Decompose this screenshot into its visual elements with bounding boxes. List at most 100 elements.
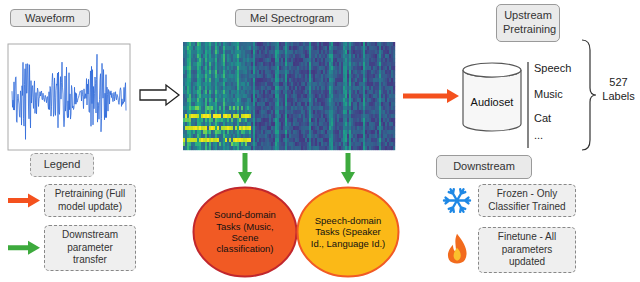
spectrogram-cell xyxy=(263,82,265,86)
spectrogram-cell xyxy=(213,118,215,122)
spectrogram-cell xyxy=(215,134,217,138)
spectrogram-cell xyxy=(281,130,283,134)
spectrogram-cell xyxy=(295,94,297,98)
spectrogram-cell xyxy=(301,134,303,138)
spectrogram-cell xyxy=(267,146,269,150)
spectrogram-cell xyxy=(189,142,191,146)
spectrogram-cell xyxy=(281,106,283,110)
spectrogram-cell xyxy=(225,118,227,122)
spectrogram-cell xyxy=(207,146,209,150)
spectrogram-cell xyxy=(325,66,327,70)
spectrogram-cell xyxy=(273,118,275,122)
spectrogram-cell xyxy=(289,46,291,50)
spectrogram-cell xyxy=(199,106,201,110)
spectrogram-cell xyxy=(217,134,219,138)
spectrogram-cell xyxy=(263,50,265,54)
spectrogram-cell xyxy=(225,110,227,114)
spectrogram-cell xyxy=(221,118,223,122)
spectrogram-cell xyxy=(267,94,269,98)
spectrogram-cell xyxy=(281,82,283,86)
spectrogram-cell xyxy=(321,50,323,54)
spectrogram-cell xyxy=(185,90,187,94)
spectrogram-cell xyxy=(187,46,189,50)
spectrogram-cell xyxy=(205,94,207,98)
spectrogram-cell xyxy=(293,78,295,82)
spectrogram-cell xyxy=(289,102,291,106)
spectrogram-cell xyxy=(189,126,191,130)
spectrogram-cell xyxy=(203,102,205,106)
spectrogram-cell xyxy=(247,78,249,82)
spectrogram-cell xyxy=(259,94,261,98)
spectrogram-cell xyxy=(247,70,249,74)
spectrogram-cell xyxy=(193,90,195,94)
spectrogram-cell xyxy=(289,118,291,122)
spectrogram-cell xyxy=(229,50,231,54)
spectrogram-cell xyxy=(281,134,283,138)
spectrogram-cell xyxy=(255,134,257,138)
spectrogram-cell xyxy=(195,86,197,90)
spectrogram-cell xyxy=(183,54,185,58)
spectrogram-cell xyxy=(261,42,263,46)
spectrogram-cell xyxy=(249,134,251,138)
spectrogram-cell xyxy=(209,110,211,114)
spectrogram-cell xyxy=(265,94,267,98)
spectrogram-cell xyxy=(197,42,199,46)
spectrogram-cell xyxy=(187,94,189,98)
spectrogram-cell xyxy=(197,66,199,70)
spectrogram-cell xyxy=(285,66,287,70)
spectrogram-cell xyxy=(311,126,313,130)
spectrogram-cell xyxy=(235,94,237,98)
spectrogram-cell xyxy=(271,86,273,90)
spectrogram-cell xyxy=(253,70,255,74)
spectrogram-cell xyxy=(183,94,185,98)
spectrogram-cell xyxy=(251,54,253,58)
spectrogram-cell xyxy=(293,118,295,122)
spectrogram-cell xyxy=(239,54,241,58)
spectrogram-cell xyxy=(327,46,329,50)
spectrogram-cell xyxy=(209,54,211,58)
spectrogram-cell xyxy=(239,134,241,138)
spectrogram-cell xyxy=(279,110,281,114)
spectrogram-cell xyxy=(199,70,201,74)
spectrogram-cell xyxy=(305,94,307,98)
spectrogram-cell xyxy=(241,94,243,98)
spectrogram-cell xyxy=(199,50,201,54)
spectrogram-cell xyxy=(257,114,259,118)
spectrogram-cell xyxy=(215,130,217,134)
spectrogram-cell xyxy=(211,98,213,102)
spectrogram-cell xyxy=(233,110,235,114)
spectrogram-cell xyxy=(191,50,193,54)
spectrogram-cell xyxy=(225,146,227,150)
spectrogram-cell xyxy=(267,86,269,90)
spectrogram-cell xyxy=(273,126,275,130)
spectrogram-cell xyxy=(303,98,305,102)
spectrogram-cell xyxy=(317,102,319,106)
spectrogram-cell xyxy=(195,138,197,142)
spectrogram-cell xyxy=(297,142,299,146)
spectrogram-cell xyxy=(279,114,281,118)
spectrogram-cell xyxy=(225,62,227,66)
spectrogram-cell xyxy=(187,118,189,122)
spectrogram-cell xyxy=(315,138,317,142)
spectrogram-cell xyxy=(209,58,211,62)
spectrogram-cell xyxy=(193,66,195,70)
spectrogram-cell xyxy=(243,90,245,94)
spectrogram-cell xyxy=(295,126,297,130)
spectrogram-cell xyxy=(223,86,225,90)
spectrogram-cell xyxy=(325,42,327,46)
spectrogram-cell xyxy=(207,90,209,94)
spectrogram-cell xyxy=(197,62,199,66)
spectrogram-cell xyxy=(245,90,247,94)
spectrogram-cell xyxy=(303,42,305,46)
spectrogram-cell xyxy=(289,66,291,70)
spectrogram-cell xyxy=(327,134,329,138)
spectrogram-cell xyxy=(233,138,235,142)
spectrogram-cell xyxy=(217,102,219,106)
spectrogram-cell xyxy=(195,134,197,138)
spectrogram-cell xyxy=(311,130,313,134)
spectrogram-cell xyxy=(329,102,331,106)
spectrogram-cell xyxy=(281,118,283,122)
spectrogram-cell xyxy=(235,122,237,126)
spectrogram-cell xyxy=(313,130,315,134)
spectrogram-cell xyxy=(327,126,329,130)
